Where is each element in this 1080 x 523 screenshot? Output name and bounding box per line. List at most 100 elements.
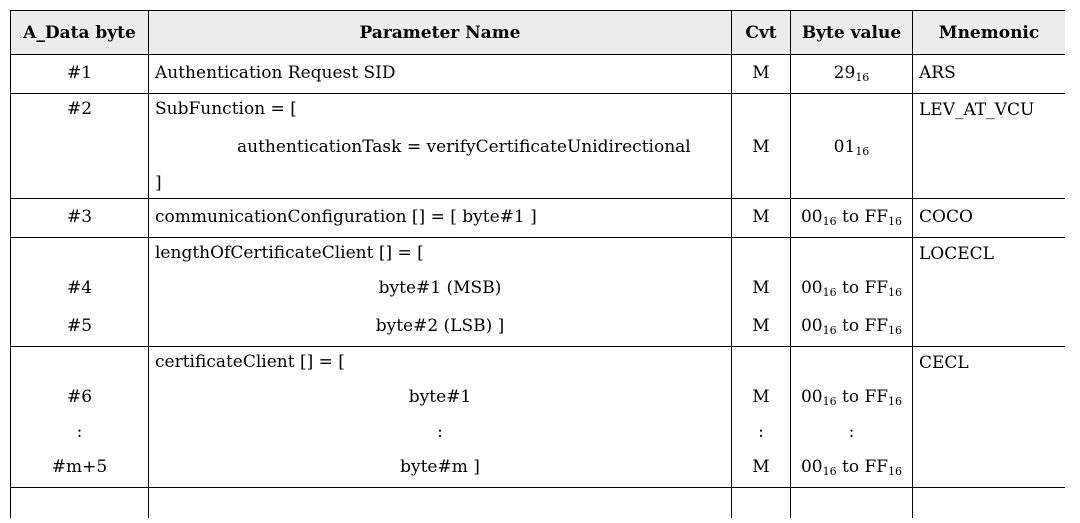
byte-value-to: FF	[864, 315, 889, 336]
byte-value-cell: 0016 to FF16	[790, 270, 913, 308]
header-cvt: Cvt	[731, 10, 791, 55]
parameter-name-cell: byte#2 (LSB) ]	[148, 308, 732, 347]
mnemonic-cell: LOCECL	[912, 237, 1065, 347]
data-byte-cell: #1	[10, 54, 149, 94]
parameter-name-cell: byte#1 (MSB)	[148, 270, 732, 308]
table-row: ]	[10, 170, 1066, 199]
table-row: #4 byte#1 (MSB) M 0016 to FF16	[10, 270, 1066, 308]
table-row: #m+5 byte#m ] M 0016 to FF16	[10, 449, 1066, 488]
parameter-name-cell: SubFunction = [	[148, 93, 732, 126]
byte-value-cell: :	[790, 417, 913, 449]
parameter-name-cell: communicationConfiguration [] = [ byte#1…	[148, 198, 732, 238]
cvt-cell: M	[731, 54, 791, 94]
byte-value: 29	[833, 62, 856, 83]
parameter-table: A_Data byte Parameter Name Cvt Byte valu…	[10, 10, 1065, 518]
radix: 16	[822, 464, 837, 478]
parameter-name-cell: ]	[148, 170, 732, 199]
radix: 16	[888, 285, 903, 299]
parameter-name-cell	[148, 487, 732, 518]
data-byte-cell: #m+5	[10, 449, 149, 488]
radix: 16	[822, 394, 837, 408]
byte-value-from: 00	[800, 277, 823, 298]
byte-value-to: FF	[864, 277, 889, 298]
header-parameter-name: Parameter Name	[148, 10, 732, 55]
radix: 16	[822, 323, 837, 337]
cvt-cell: M	[731, 308, 791, 347]
byte-value-to: FF	[864, 456, 889, 477]
cvt-cell	[731, 346, 791, 379]
cvt-cell: M	[731, 270, 791, 308]
byte-value-cell: 2916	[790, 54, 913, 94]
parameter-name-cell: authenticationTask = verifyCertificateUn…	[148, 126, 732, 170]
byte-value-from: 00	[800, 315, 823, 336]
cvt-cell	[731, 93, 791, 126]
data-byte-cell	[10, 487, 149, 518]
data-byte-cell	[10, 170, 149, 199]
radix: 16	[822, 285, 837, 299]
header-byte-value: Byte value	[790, 10, 913, 55]
radix: 16	[888, 394, 903, 408]
data-byte-cell: #3	[10, 198, 149, 238]
cvt-cell: :	[731, 417, 791, 449]
radix: 16	[888, 464, 903, 478]
data-byte-cell: #4	[10, 270, 149, 308]
table-row: #5 byte#2 (LSB) ] M 0016 to FF16	[10, 308, 1066, 347]
byte-value-cell	[790, 170, 913, 199]
range-to: to	[836, 456, 865, 477]
table-row: authenticationTask = verifyCertificateUn…	[10, 126, 1066, 170]
data-byte-cell: #5	[10, 308, 149, 347]
byte-value-from: 00	[800, 386, 823, 407]
parameter-name-cell: byte#1	[148, 379, 732, 417]
byte-value-cell	[790, 487, 913, 518]
table-row: certificateClient [] = [ CECL	[10, 346, 1065, 488]
table-row: #2 SubFunction = [ LEV_AT_VCU	[10, 93, 1065, 199]
byte-value: 01	[833, 136, 856, 157]
header-a-data-byte: A_Data byte	[10, 10, 149, 55]
data-byte-cell: :	[10, 417, 149, 449]
table-row: : : : :	[10, 417, 1066, 449]
byte-value-cell: 0016 to FF16	[790, 379, 913, 417]
header-row: A_Data byte Parameter Name Cvt Byte valu…	[10, 10, 1065, 55]
data-byte-cell	[10, 126, 149, 170]
data-byte-cell	[10, 237, 149, 270]
byte-value-from: 00	[800, 206, 823, 227]
parameter-name-cell: Authentication Request SID	[148, 54, 732, 94]
range-to: to	[836, 386, 865, 407]
byte-value-cell: 0016 to FF16	[790, 308, 913, 347]
header-mnemonic: Mnemonic	[912, 10, 1065, 55]
cvt-cell	[731, 237, 791, 270]
byte-value-cell	[790, 237, 913, 270]
byte-value-cell	[790, 346, 913, 379]
parameter-name-cell: lengthOfCertificateClient [] = [	[148, 237, 732, 270]
range-to: to	[836, 277, 865, 298]
mnemonic-cell: COCO	[912, 198, 1065, 238]
table-row: #6 byte#1 M 0016 to FF16	[10, 379, 1066, 417]
parameter-name-cell: byte#m ]	[148, 449, 732, 488]
parameter-name-cell: :	[148, 417, 732, 449]
cvt-cell: M	[731, 126, 791, 170]
cvt-cell: M	[731, 449, 791, 488]
mnemonic-cell: LEV_AT_VCU	[912, 93, 1065, 199]
cvt-cell: M	[731, 379, 791, 417]
data-byte-cell: #2	[10, 93, 149, 126]
byte-value-to: FF	[864, 386, 889, 407]
byte-value-to: FF	[864, 206, 889, 227]
radix: 16	[855, 70, 870, 84]
parameter-table-container: A_Data byte Parameter Name Cvt Byte valu…	[10, 10, 1065, 523]
byte-value-cell: 0116	[790, 126, 913, 170]
mnemonic-cell: ARS	[912, 54, 1065, 94]
byte-value-from: 00	[800, 456, 823, 477]
byte-value-cell	[790, 93, 913, 126]
byte-value-cell: 0016 to FF16	[790, 449, 913, 488]
radix: 16	[855, 144, 870, 158]
radix: 16	[888, 323, 903, 337]
range-to: to	[836, 315, 865, 336]
table-row: lengthOfCertificateClient [] = [ LOCECL	[10, 237, 1065, 347]
data-byte-cell: #6	[10, 379, 149, 417]
radix: 16	[822, 214, 837, 228]
cvt-cell	[731, 170, 791, 199]
parameter-name-cell: certificateClient [] = [	[148, 346, 732, 379]
cvt-cell: M	[731, 198, 791, 238]
table-row: #1 Authentication Request SID M 2916 ARS	[10, 54, 1065, 94]
table-row-truncated	[10, 487, 1065, 518]
